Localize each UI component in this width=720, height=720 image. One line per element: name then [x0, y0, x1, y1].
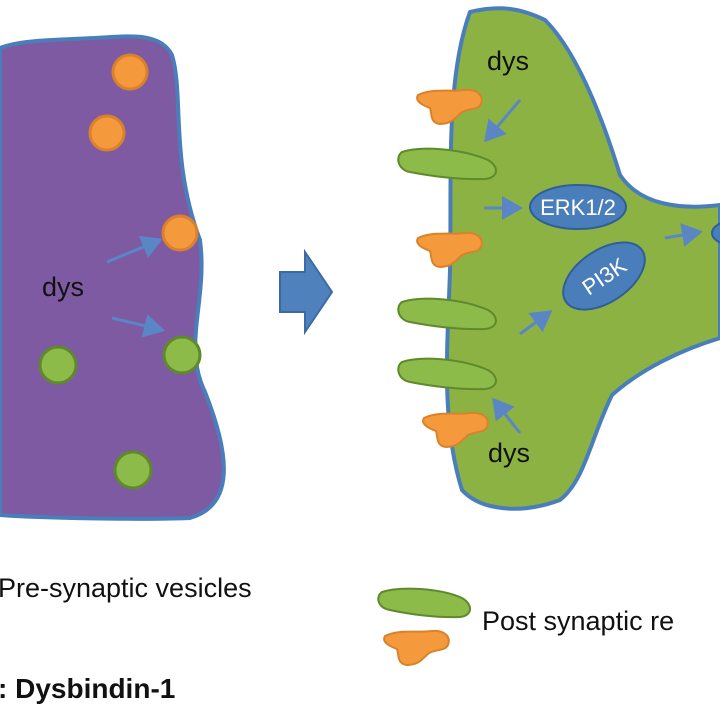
receptor-orange: [416, 231, 483, 269]
receptor-orange: [416, 88, 483, 126]
presynaptic-cell: [0, 34, 226, 521]
dys-arrow: [492, 397, 522, 434]
legend-receptors-label: Post synaptic re: [482, 606, 675, 636]
vesicle-green: [113, 450, 153, 490]
legend-receptor-orange-icon: [383, 629, 450, 667]
receptor-green: [397, 297, 497, 331]
legend-dysbindin-label: : Dysbindin-1: [0, 673, 176, 704]
dys-arrow: [484, 99, 522, 143]
transition-arrow: [279, 248, 334, 336]
vesicle-green: [38, 345, 78, 385]
legend-receptor-green-icon: [377, 587, 471, 619]
erk-node: [529, 184, 627, 230]
signal-arrow: [519, 310, 553, 336]
receptor-green: [397, 357, 497, 391]
legend-vesicles-label: Pre-synaptic vesicles: [0, 573, 252, 603]
receptor-orange: [422, 411, 489, 449]
vesicle-orange: [161, 214, 199, 252]
signal-arrow: [664, 223, 703, 247]
erk-label: ERK1/2: [540, 195, 616, 220]
vesicle-orange: [88, 114, 126, 152]
receptor-green: [397, 147, 497, 181]
presynaptic-dys-label: dys: [42, 272, 85, 302]
dys-arrow: [111, 314, 165, 338]
vesicle-green: [162, 335, 202, 375]
dys-arrow: [106, 235, 163, 264]
pi3k-node: [562, 241, 646, 311]
downstream-node: [711, 222, 720, 244]
vesicle-orange: [111, 53, 149, 91]
postsynaptic-dys-bottom-label: dys: [488, 438, 531, 468]
postsynaptic-dys-top-label: dys: [487, 46, 530, 76]
